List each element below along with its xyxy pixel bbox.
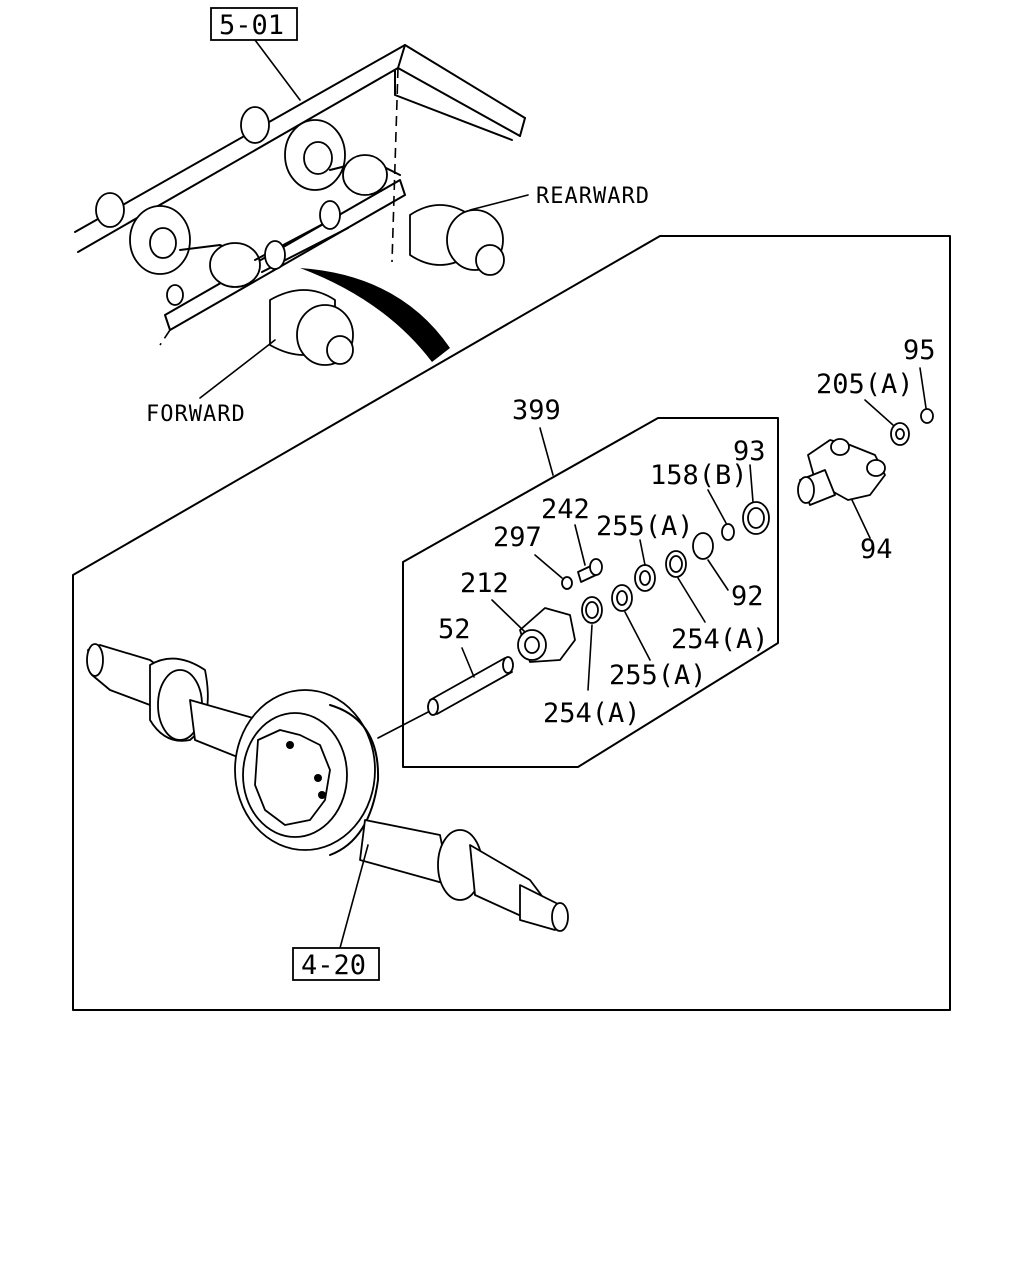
part-94-flange-yoke bbox=[797, 438, 886, 506]
leader-212 bbox=[491, 599, 526, 633]
leader-forward bbox=[199, 339, 276, 399]
callout-254a-upper: 254(A) bbox=[671, 624, 769, 655]
part-254a-upper-ring bbox=[665, 550, 687, 578]
chassis-frame-illustration bbox=[74, 44, 526, 366]
leader-4-20 bbox=[339, 844, 369, 949]
leader-255a-upper bbox=[639, 539, 646, 566]
leader-rearward bbox=[469, 194, 529, 211]
part-92-snap-ring bbox=[692, 532, 714, 560]
rearward-label: REARWARD bbox=[536, 184, 650, 209]
leader-5-01 bbox=[254, 39, 301, 101]
leader-housing-to-52 bbox=[377, 709, 433, 739]
callout-93: 93 bbox=[733, 436, 766, 467]
callout-52: 52 bbox=[438, 614, 471, 645]
part-254a-lower-ring bbox=[581, 596, 603, 624]
detail-border bbox=[72, 235, 951, 1011]
forward-label: FORWARD bbox=[146, 402, 246, 427]
leader-94 bbox=[851, 499, 871, 539]
callout-297: 297 bbox=[493, 522, 542, 553]
axle-ref-label: 4-20 bbox=[301, 950, 366, 981]
frame-ref-box bbox=[210, 7, 298, 41]
part-255a-lower-bearing bbox=[611, 584, 633, 612]
subassembly-399-box bbox=[402, 417, 779, 768]
callout-242: 242 bbox=[541, 494, 590, 525]
callout-95: 95 bbox=[903, 335, 936, 366]
leader-399 bbox=[539, 427, 554, 476]
leader-254a-upper bbox=[677, 577, 706, 623]
part-297-washer bbox=[561, 576, 573, 590]
forward-axle-overview bbox=[95, 192, 354, 366]
axle-housing-illustration bbox=[86, 643, 569, 932]
leader-205a bbox=[864, 399, 894, 426]
part-158b-o-ring bbox=[721, 523, 735, 541]
callout-255a-lower: 255(A) bbox=[609, 660, 707, 691]
leader-158b bbox=[707, 489, 727, 524]
callout-399: 399 bbox=[512, 395, 561, 426]
leader-255a-lower bbox=[624, 611, 651, 661]
part-52-shaft bbox=[427, 656, 514, 716]
callout-212: 212 bbox=[460, 568, 509, 599]
callout-158b: 158(B) bbox=[650, 460, 748, 491]
part-242-bolt bbox=[577, 558, 603, 583]
leader-297 bbox=[534, 554, 563, 579]
axle-ref-box bbox=[292, 947, 380, 981]
leader-242 bbox=[574, 524, 586, 566]
leader-95 bbox=[919, 367, 927, 409]
leader-93 bbox=[749, 464, 754, 503]
part-212-housing bbox=[517, 607, 576, 663]
part-205a-washer bbox=[890, 422, 910, 446]
callout-92: 92 bbox=[731, 581, 764, 612]
callout-94: 94 bbox=[860, 534, 893, 565]
callout-205a: 205(A) bbox=[816, 369, 914, 400]
leader-92 bbox=[707, 559, 729, 591]
part-255a-upper-bearing bbox=[634, 564, 656, 592]
detail-pointer-arrow bbox=[300, 268, 450, 362]
frame-ref-label: 5-01 bbox=[219, 10, 284, 41]
rear-axle-overview bbox=[240, 106, 505, 276]
leader-254a-lower bbox=[587, 624, 593, 691]
part-93-oil-seal bbox=[742, 501, 770, 535]
part-95-nut bbox=[920, 408, 934, 424]
callout-255a-upper: 255(A) bbox=[596, 511, 694, 542]
callout-254a-lower: 254(A) bbox=[543, 698, 641, 729]
leader-52 bbox=[461, 647, 475, 678]
